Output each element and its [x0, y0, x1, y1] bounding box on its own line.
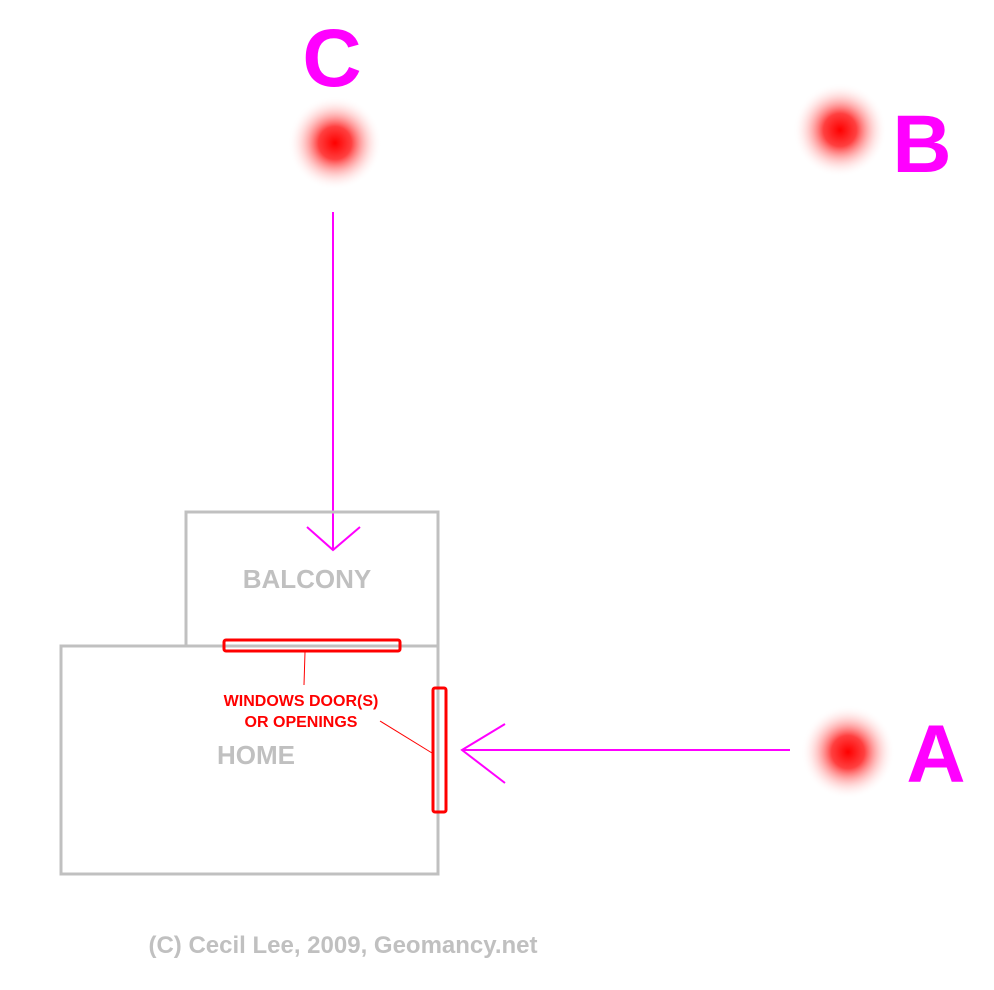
arrow-c	[306, 212, 361, 552]
leader-line	[303, 651, 306, 686]
copyright: (C) Cecil Lee, 2009, Geomancy.net	[148, 932, 537, 959]
opening-side	[431, 686, 448, 814]
openings-label-line1: WINDOWS DOOR(S)	[224, 693, 379, 710]
label-c: C	[302, 13, 361, 104]
opening-balcony	[222, 638, 402, 653]
label-a: A	[906, 709, 965, 800]
openings-label-line2: OR OPENINGS	[245, 714, 358, 731]
balcony-label: BALCONY	[243, 564, 372, 594]
home-outline	[59, 644, 440, 876]
label-b: B	[892, 99, 951, 190]
energy-source-b	[793, 83, 887, 177]
home-label: HOME	[217, 740, 295, 770]
leader-line	[379, 720, 433, 754]
energy-source-a	[801, 705, 895, 799]
energy-source-c	[288, 96, 382, 190]
arrow-a	[460, 723, 790, 784]
